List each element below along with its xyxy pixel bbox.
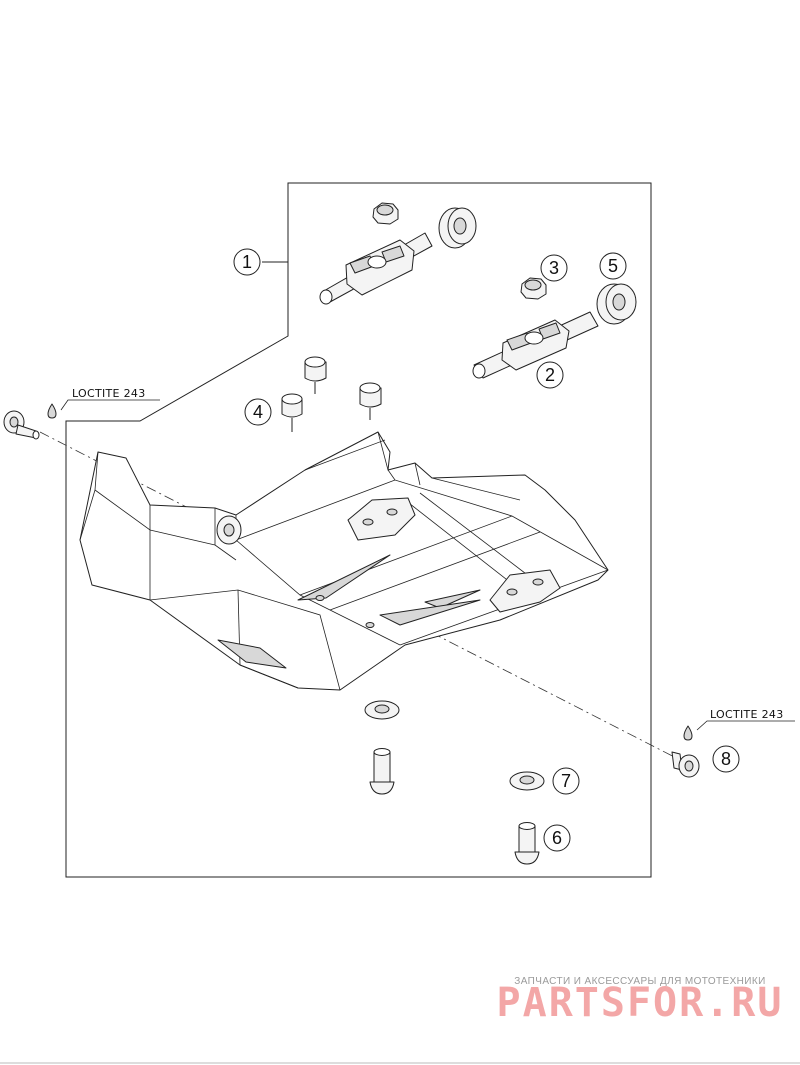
callout-6-label: 6 bbox=[552, 828, 562, 848]
right-loctite-leader bbox=[696, 720, 795, 731]
watermark-brand: PARTSFOR.RU bbox=[497, 980, 784, 1026]
callout-3: 3 bbox=[540, 254, 568, 282]
washer-part-7 bbox=[509, 771, 545, 791]
callout-4: 4 bbox=[244, 398, 272, 426]
skid-plate bbox=[79, 431, 609, 691]
left-loctite-label: LOCTITE 243 bbox=[72, 387, 146, 400]
bushing-part-5 bbox=[596, 283, 637, 325]
callout-7: 7 bbox=[552, 767, 580, 795]
callout-1: 1 bbox=[233, 248, 261, 276]
callout-8-label: 8 bbox=[721, 749, 731, 769]
callout-4-label: 4 bbox=[253, 402, 263, 422]
callout-5-label: 5 bbox=[608, 256, 618, 276]
bracket-part-2 bbox=[472, 311, 599, 379]
callout-7-label: 7 bbox=[561, 771, 571, 791]
watermark: ЗАПЧАСТИ И АКСЕССУАРЫ ДЛЯ МОТОТЕХНИКИ PA… bbox=[497, 976, 784, 1026]
callout-2-label: 2 bbox=[545, 365, 555, 385]
callout-2: 2 bbox=[536, 361, 564, 389]
callout-1-label: 1 bbox=[242, 252, 252, 272]
watermark-subtitle: ЗАПЧАСТИ И АКСЕССУАРЫ ДЛЯ МОТОТЕХНИКИ bbox=[514, 976, 765, 987]
countersunk-bolt-left bbox=[369, 748, 395, 795]
right-mounting-bolt bbox=[671, 751, 700, 778]
left-loctite-drop bbox=[47, 403, 57, 419]
right-loctite-drop bbox=[683, 725, 693, 741]
washer-under-plate bbox=[364, 700, 400, 720]
right-loctite-label: LOCTITE 243 bbox=[710, 708, 784, 721]
callout-3-label: 3 bbox=[549, 258, 559, 278]
rubber-buffers-part-4 bbox=[281, 356, 382, 432]
bracket-assembly-top bbox=[319, 202, 477, 305]
left-loctite-leader bbox=[60, 399, 160, 411]
countersunk-bolt-part-6 bbox=[514, 822, 540, 865]
callout-5: 5 bbox=[599, 252, 627, 280]
callout-6: 6 bbox=[543, 824, 571, 852]
kit-frame bbox=[65, 182, 652, 878]
nut-part-3 bbox=[520, 277, 547, 300]
left-mounting-bolt bbox=[3, 410, 40, 440]
callout-8: 8 bbox=[712, 745, 740, 773]
